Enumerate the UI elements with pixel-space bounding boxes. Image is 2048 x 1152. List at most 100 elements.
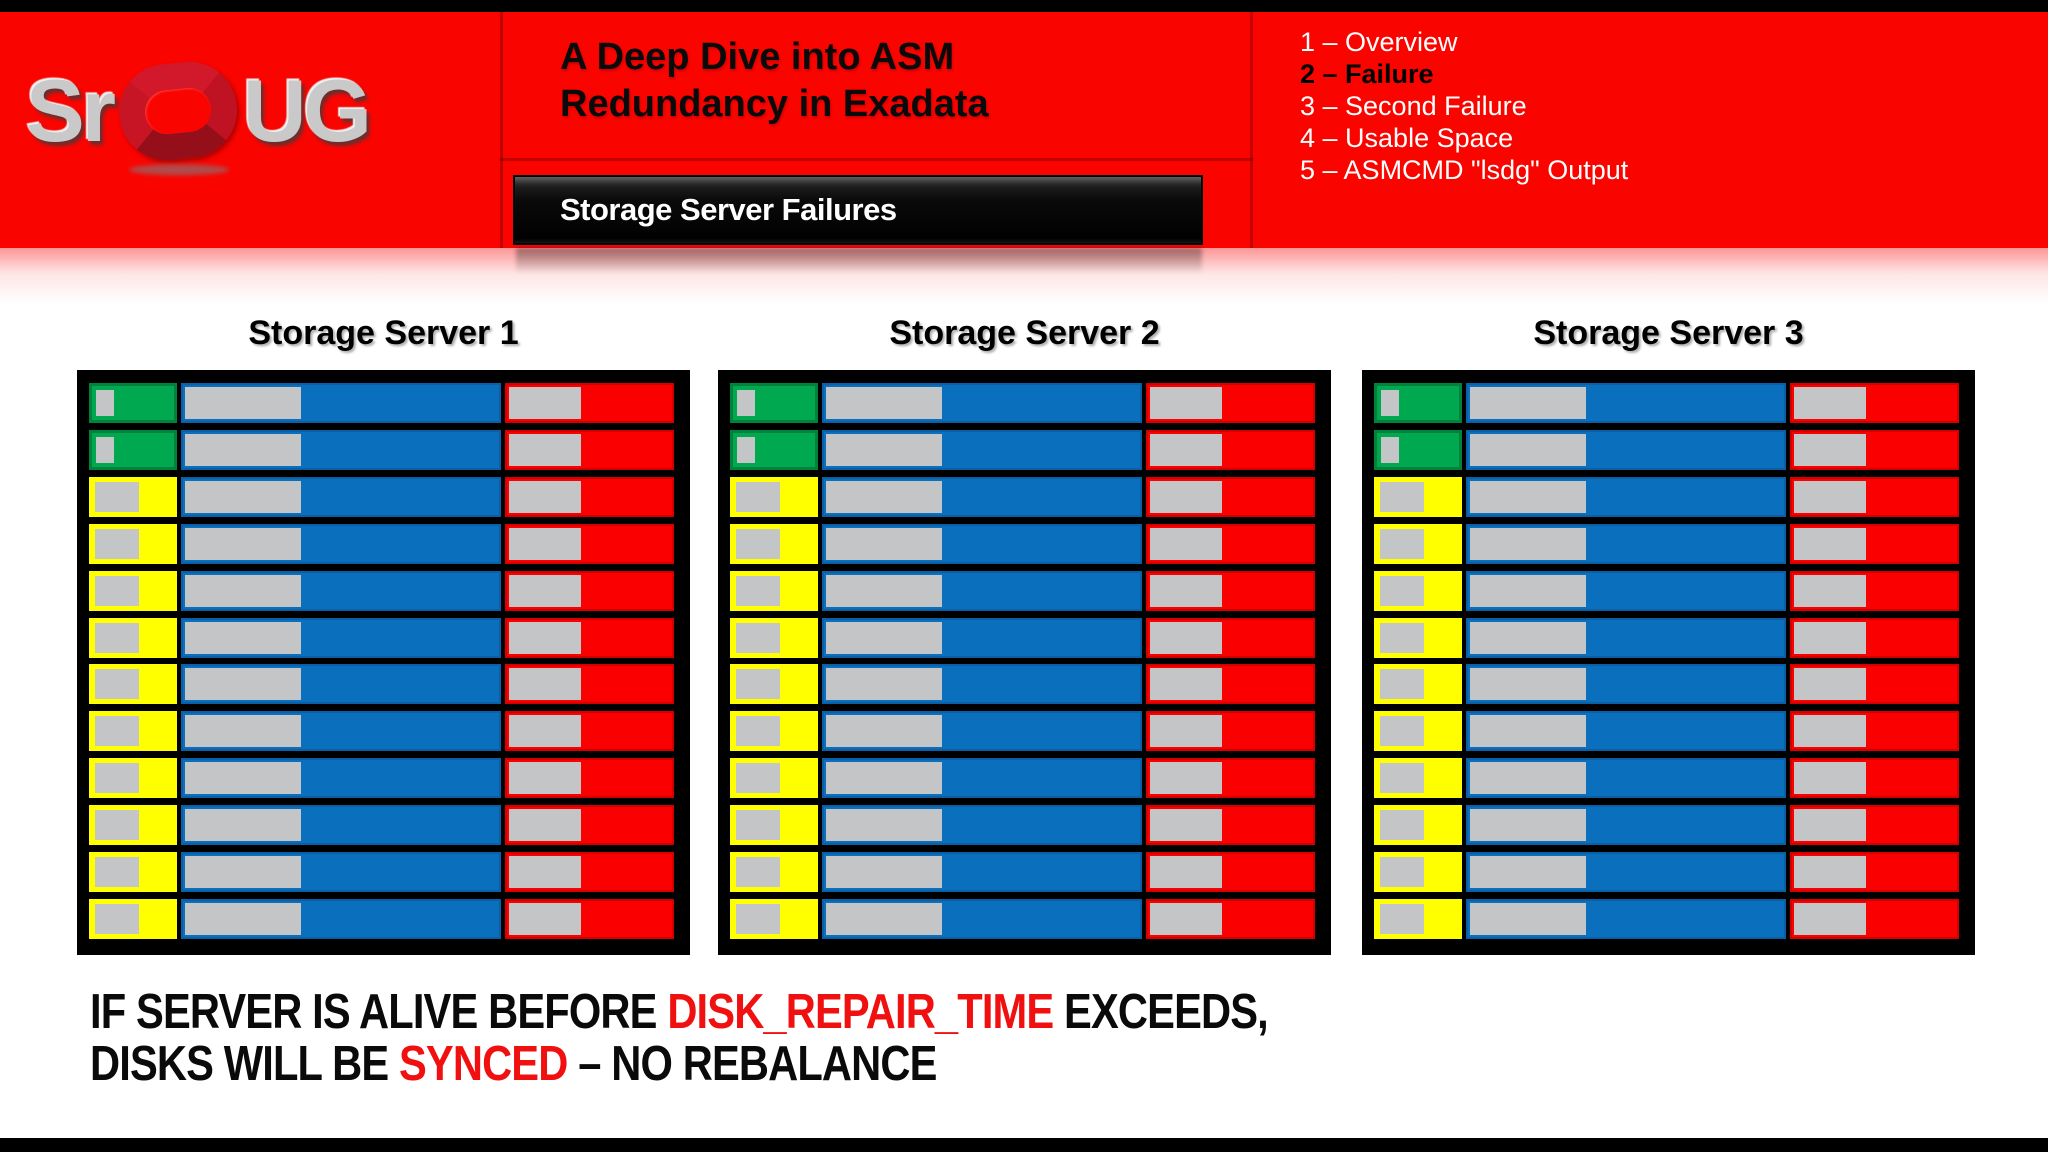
disk-row: [730, 617, 1315, 658]
disk-status-used-segment: [736, 763, 780, 794]
disk-data-cell: [822, 383, 1142, 423]
disk-row: [1374, 383, 1959, 423]
server-1-title: Storage Server 1: [248, 314, 519, 352]
disk-status-used-segment: [95, 622, 139, 653]
disk-status-used-segment: [95, 575, 139, 606]
disk-data-cell: [822, 852, 1142, 893]
disk-mirror-cell: [1146, 852, 1315, 893]
disk-repair-time-highlight: DISK_REPAIR_TIME: [667, 985, 1054, 1039]
disk-status-cell-yellow: [1374, 805, 1462, 846]
disk-status-used-segment: [736, 622, 780, 653]
disk-data-used-segment: [826, 574, 942, 607]
disk-status-used-segment: [736, 857, 780, 888]
disk-mirror-used-segment: [1150, 480, 1222, 513]
disk-status-cell-yellow: [730, 617, 818, 658]
disk-mirror-used-segment: [509, 856, 581, 889]
presentation-title: A Deep Dive into ASM Redundancy in Exada…: [560, 34, 989, 128]
disk-row: [730, 758, 1315, 799]
banner-divider-vertical-1: [500, 12, 503, 248]
disk-status-used-segment: [1380, 716, 1424, 747]
disk-data-cell: [181, 617, 501, 658]
disk-data-cell: [181, 711, 501, 752]
disk-data-used-segment: [1470, 480, 1586, 513]
disk-mirror-used-segment: [1794, 856, 1866, 889]
disk-status-cell-yellow: [730, 852, 818, 893]
disk-row: [1374, 852, 1959, 893]
disk-row: [89, 711, 674, 752]
banner-divider-vertical-2: [1250, 12, 1253, 248]
disk-mirror-used-segment: [1150, 856, 1222, 889]
oracle-ring-icon: [114, 57, 242, 176]
disk-status-cell-green: [1374, 383, 1462, 423]
disk-row: [1374, 711, 1959, 752]
disk-status-cell-yellow: [730, 805, 818, 846]
disk-row: [730, 383, 1315, 423]
disk-status-used-segment: [1380, 669, 1424, 700]
disk-data-used-segment: [1470, 856, 1586, 889]
disk-status-cell-yellow: [1374, 617, 1462, 658]
disk-mirror-cell: [1146, 758, 1315, 799]
disk-status-used-segment: [95, 857, 139, 888]
disk-data-cell: [822, 429, 1142, 470]
disk-status-cell-yellow: [1374, 852, 1462, 893]
disk-data-cell: [1466, 383, 1786, 423]
disk-status-cell-yellow: [730, 711, 818, 752]
disk-data-used-segment: [185, 856, 301, 889]
section-box-reflection: [516, 248, 1202, 274]
disk-mirror-used-segment: [509, 621, 581, 654]
disk-data-used-segment: [826, 856, 942, 889]
disk-mirror-used-segment: [509, 433, 581, 466]
disk-mirror-cell: [1790, 383, 1959, 423]
disk-row: [89, 852, 674, 893]
disk-row: [1374, 898, 1959, 939]
disk-row: [730, 898, 1315, 939]
disk-data-used-segment: [826, 527, 942, 560]
disk-data-used-segment: [826, 762, 942, 795]
disk-mirror-cell: [1146, 898, 1315, 939]
disk-mirror-used-segment: [1794, 715, 1866, 748]
disk-data-cell: [1466, 852, 1786, 893]
disk-data-cell: [181, 805, 501, 846]
disk-data-used-segment: [1470, 574, 1586, 607]
disk-mirror-used-segment: [1794, 480, 1866, 513]
disk-mirror-cell: [1146, 429, 1315, 470]
disk-status-cell-yellow: [89, 898, 177, 939]
header-banner: Sr UG A Deep Dive into ASM Redundancy in…: [0, 12, 2048, 248]
disk-row: [89, 898, 674, 939]
disk-status-used-segment: [1380, 622, 1424, 653]
disk-status-used-segment: [96, 390, 114, 416]
disk-data-cell: [822, 664, 1142, 705]
disk-data-cell: [181, 383, 501, 423]
agenda-item-1: 1 – Overview: [1300, 27, 1458, 57]
logo-text-prefix: Sr: [26, 61, 116, 160]
disk-mirror-used-segment: [1794, 527, 1866, 560]
disk-mirror-cell: [505, 476, 674, 517]
disk-data-used-segment: [185, 668, 301, 701]
disk-mirror-cell: [505, 570, 674, 611]
disk-data-cell: [181, 476, 501, 517]
disk-data-cell: [822, 617, 1142, 658]
disk-data-cell: [1466, 758, 1786, 799]
disk-status-cell-green: [730, 429, 818, 470]
disk-row: [89, 383, 674, 423]
disk-mirror-cell: [505, 429, 674, 470]
disk-mirror-used-segment: [1794, 809, 1866, 842]
disk-mirror-cell: [1790, 476, 1959, 517]
server-3-title: Storage Server 3: [1533, 314, 1804, 352]
disk-status-used-segment: [1381, 436, 1399, 463]
footer-line-1: IF SERVER IS ALIVE BEFORE DISK_REPAIR_TI…: [90, 985, 1269, 1039]
disk-mirror-used-segment: [509, 574, 581, 607]
disk-mirror-cell: [1146, 664, 1315, 705]
disk-status-used-segment: [1380, 528, 1424, 559]
disk-mirror-used-segment: [1794, 621, 1866, 654]
disk-data-used-segment: [1470, 527, 1586, 560]
disk-status-used-segment: [95, 528, 139, 559]
disk-mirror-used-segment: [1150, 621, 1222, 654]
disk-status-used-segment: [737, 436, 755, 463]
disk-data-used-segment: [826, 809, 942, 842]
disk-mirror-cell: [505, 852, 674, 893]
disk-row: [1374, 617, 1959, 658]
disk-data-used-segment: [185, 433, 301, 466]
disk-status-used-segment: [1380, 481, 1424, 512]
